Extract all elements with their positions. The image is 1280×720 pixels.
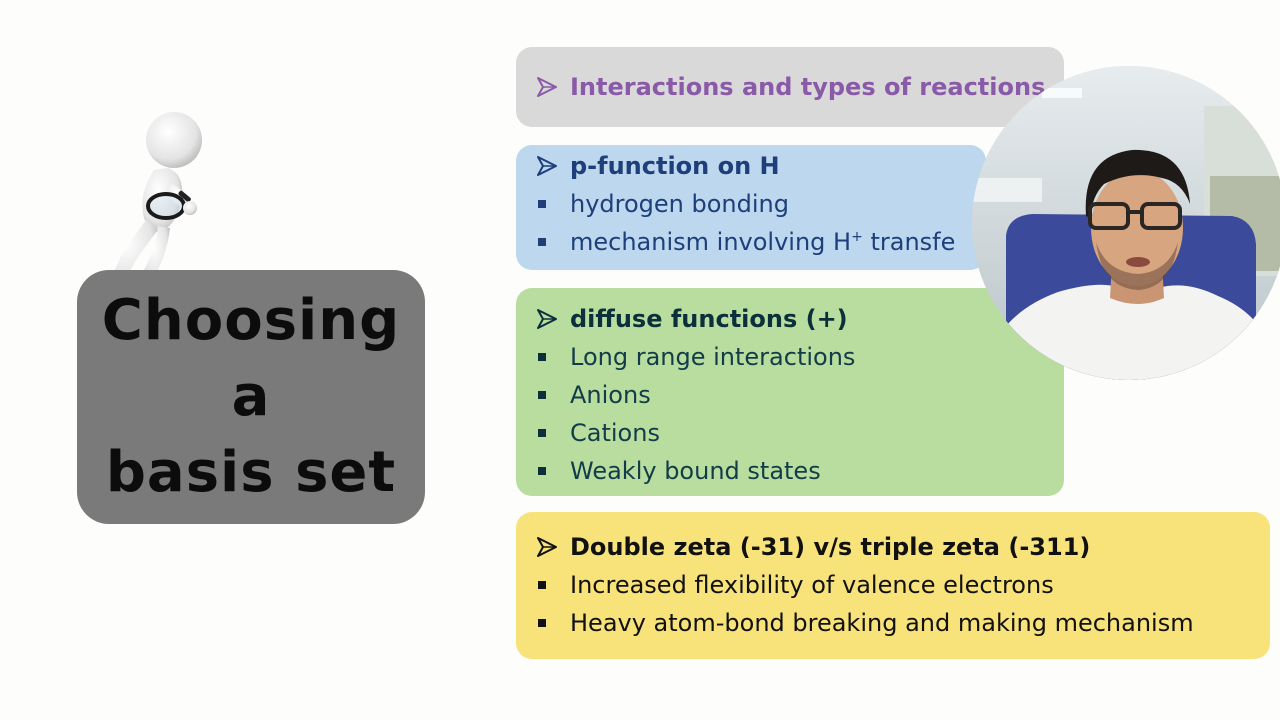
list-item-text: Heavy atom-bond breaking and making mech… — [570, 609, 1194, 637]
arrowhead-icon — [536, 536, 570, 558]
list-item-text: Anions — [570, 381, 651, 409]
zeta-heading-row: Double zeta (-31) v/s triple zeta (-311) — [536, 528, 1270, 566]
title-card: Choosing a basis set — [77, 270, 425, 524]
title-line-3: basis set — [105, 440, 397, 505]
square-bullet-icon — [538, 200, 546, 208]
list-item-text: hydrogen bonding — [570, 190, 789, 218]
diffuse-heading-row: diffuse functions (+) — [536, 300, 1064, 338]
diffuse-heading: diffuse functions (+) — [570, 305, 848, 333]
interactions-heading-row: Interactions and types of reactions — [536, 47, 1064, 127]
square-bullet-icon — [538, 429, 546, 437]
title-line-2: a — [231, 364, 271, 429]
arrowhead-icon — [536, 155, 570, 177]
square-bullet-icon — [538, 581, 546, 589]
interactions-heading: Interactions and types of reactions — [570, 73, 1046, 101]
list-item: Heavy atom-bond breaking and making mech… — [536, 604, 1270, 642]
square-bullet-icon — [538, 238, 546, 246]
list-item: Cations — [536, 414, 1064, 452]
square-bullet-icon — [538, 391, 546, 399]
square-bullet-icon — [538, 467, 546, 475]
list-item: mechanism involving H+ transfe — [536, 223, 986, 261]
list-item-text: Long range interactions — [570, 343, 856, 371]
list-item-text: Increased flexibility of valence electro… — [570, 571, 1054, 599]
arrowhead-icon — [536, 308, 570, 330]
square-bullet-icon — [538, 353, 546, 361]
list-item-text: mechanism involving H+ transfe — [570, 228, 956, 256]
list-item: Increased flexibility of valence electro… — [536, 566, 1270, 604]
list-item-text: Weakly bound states — [570, 457, 821, 485]
p-function-box: p-function on H hydrogen bonding mechani… — [516, 145, 986, 270]
zeta-box: Double zeta (-31) v/s triple zeta (-311)… — [516, 512, 1270, 659]
p-function-heading-row: p-function on H — [536, 147, 986, 185]
title-line-1: Choosing — [101, 288, 401, 353]
zeta-heading: Double zeta (-31) v/s triple zeta (-311) — [570, 533, 1091, 561]
list-item: Long range interactions — [536, 338, 1064, 376]
interactions-box: Interactions and types of reactions — [516, 47, 1064, 127]
square-bullet-icon — [538, 619, 546, 627]
presenter-webcam — [972, 66, 1280, 380]
list-item: Anions — [536, 376, 1064, 414]
superscript: + — [851, 229, 863, 245]
list-item: hydrogen bonding — [536, 185, 986, 223]
list-item-text: Cations — [570, 419, 660, 447]
diffuse-functions-box: diffuse functions (+) Long range interac… — [516, 288, 1064, 496]
p-function-heading: p-function on H — [570, 152, 780, 180]
arrowhead-icon — [536, 76, 570, 98]
list-item: Weakly bound states — [536, 452, 1064, 490]
